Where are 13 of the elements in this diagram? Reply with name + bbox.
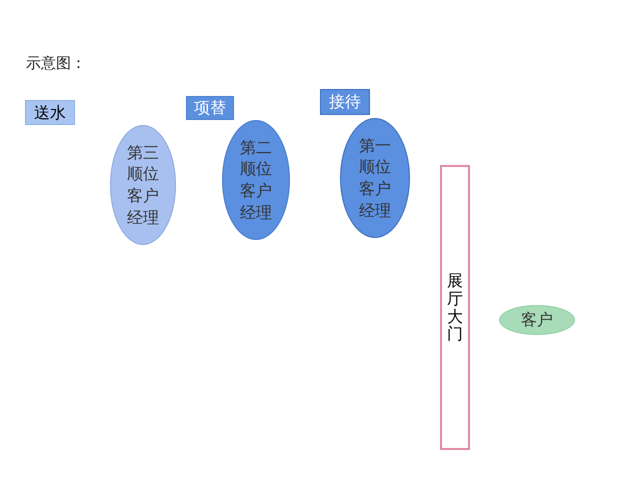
node-label: 第三顺位客户经理 [127, 142, 159, 228]
node-label: 项替 [194, 97, 226, 119]
node-label: 接待 [329, 91, 361, 113]
node-label: 第二顺位客户经理 [240, 136, 272, 224]
tag-box [25, 100, 75, 125]
node-label: 送水 [34, 102, 66, 124]
door-rectangle [440, 165, 470, 450]
tag-box [320, 89, 370, 115]
node-label: 第一顺位客户经理 [359, 134, 391, 222]
tag-box [186, 96, 234, 120]
node-label: 客户 [521, 309, 553, 331]
node-label: 展厅大门 [447, 272, 463, 343]
diagram-title: 示意图： [26, 53, 86, 74]
